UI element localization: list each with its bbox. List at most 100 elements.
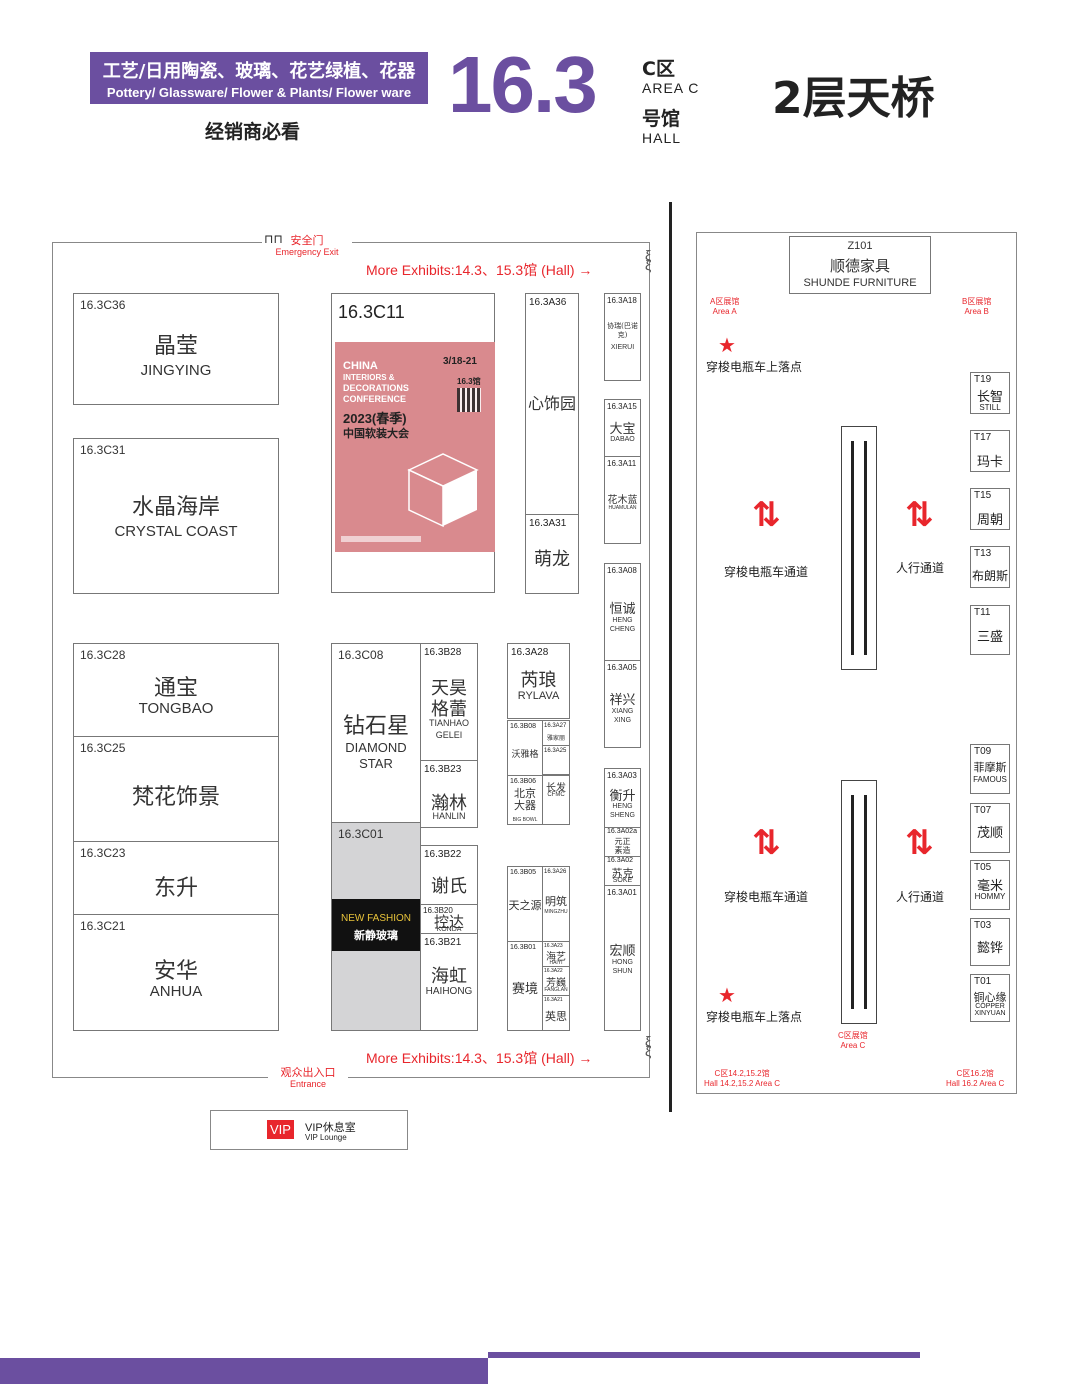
booth-name-cn: 水晶海岸 — [131, 495, 220, 520]
area-a-label[interactable]: A区展馆 Area A — [710, 296, 739, 316]
booth-name-en: XIANG XING — [611, 708, 634, 724]
bottom-left-link[interactable]: C区14.2,15.2馆 Hall 14.2,15.2 Area C — [704, 1068, 780, 1088]
booth-c21[interactable]: 16.3C21 安华 ANHUA — [73, 914, 279, 1031]
entrance-cn: 观众出入口 — [280, 1067, 336, 1079]
booth-a02a[interactable]: 16.3A02a 元正素造 — [604, 827, 641, 857]
booth-code: 16.3C08 — [338, 648, 384, 662]
booth-code: 16.3B08 — [510, 723, 537, 730]
booth-name-cn: 天之源 — [508, 899, 542, 912]
booth-name-cn: 梵花饰景 — [131, 785, 220, 810]
booth-code: 16.3C36 — [80, 298, 126, 312]
booth-cfmc[interactable]: 长发 CFMC — [542, 775, 570, 825]
entrance[interactable]: 观众出入口 Entrance — [268, 1064, 348, 1089]
booth-code: 16.3A11 — [607, 459, 637, 468]
booth-a02[interactable]: 16.3A02 苏克 SOKE — [604, 856, 641, 886]
booth-b28[interactable]: 16.3B28 天昊 格蕾 TIANHAO GELEI — [420, 643, 478, 761]
booth-name-cn: 北京大器 — [514, 787, 536, 812]
more-exhibits-bottom[interactable]: More Exhibits:14.3、15.3馆 (Hall) → — [366, 1050, 593, 1066]
booth-a11[interactable]: 16.3A11 花木蓝 HUAMULAN — [604, 456, 641, 544]
booth-a25[interactable]: 16.3A25 — [542, 745, 570, 775]
area-en: AREA C — [642, 80, 700, 96]
booth-name-en: HONG SHUN — [612, 959, 633, 975]
booth-t03[interactable]: T03 懿铧 — [970, 918, 1010, 966]
booth-c23[interactable]: 16.3C23 东升 — [73, 841, 279, 915]
booth-b21[interactable]: 16.3B21 海虹 HAIHONG — [420, 933, 478, 1031]
booth-a21[interactable]: 16.3A21 英思 — [542, 995, 570, 1031]
booth-code: 16.3A02a — [607, 828, 637, 835]
booth-t17[interactable]: T17 玛卡 — [970, 430, 1010, 472]
booth-a26[interactable]: 16.3A26 明筑 MINGZHU — [542, 866, 570, 942]
booth-code: T13 — [974, 548, 992, 559]
booth-t13[interactable]: T13 布朗斯 — [970, 546, 1010, 588]
escalator-bottom — [841, 780, 877, 1024]
booth-t07[interactable]: T07 茂顺 — [970, 803, 1010, 853]
booth-name-cn: 懿铧 — [976, 941, 1003, 956]
poster-line4: CONFERENCE — [343, 394, 407, 404]
booth-c11[interactable]: 16.3C11 CHINA INTERIORS & DECORATIONS CO… — [331, 293, 495, 593]
more-exhibits-top[interactable]: More Exhibits:14.3、15.3馆 (Hall) → — [366, 262, 593, 278]
booth-name-en: HOMMY — [974, 892, 1006, 901]
booth-name-cn: 元正素造 — [614, 837, 631, 855]
hall-cn: 号馆 — [642, 108, 681, 130]
area-c-en: Area C — [840, 1041, 866, 1050]
booth-b05[interactable]: 16.3B05 天之源 — [507, 866, 543, 942]
conference-poster[interactable]: CHINA INTERIORS & DECORATIONS CONFERENCE… — [335, 342, 495, 552]
booth-c28[interactable]: 16.3C28 通宝 TONGBAO — [73, 643, 279, 737]
bottom-right-link[interactable]: C区16.2馆 Hall 16.2 Area C — [946, 1068, 1004, 1088]
booth-name-cn: 衡升 — [609, 789, 636, 804]
booth-code: T03 — [974, 920, 992, 931]
booth-c25[interactable]: 16.3C25 梵花饰景 — [73, 736, 279, 842]
booth-c08[interactable]: 16.3C08 钻石星 DIAMOND STAR — [331, 643, 421, 823]
booth-name-cn: 安华 — [153, 959, 198, 984]
booth-b01[interactable]: 16.3B01 赛境 — [507, 941, 543, 1031]
booth-t01[interactable]: T01 铜心缘 COPPER XINYUAN — [970, 974, 1010, 1022]
booth-a18[interactable]: 16.3A18 协瑞(巴诺克) XIERUI — [604, 293, 641, 381]
booth-c31[interactable]: 16.3C31 水晶海岸 CRYSTAL COAST — [73, 438, 279, 594]
booth-a27[interactable]: 16.3A27 雅家丽 — [542, 720, 570, 746]
booth-b08[interactable]: 16.3B08 沃雅格 — [507, 720, 543, 776]
booth-name-en: HENG CHENG — [609, 617, 636, 633]
emergency-exit[interactable]: ⊓⊓ 安全门 Emergency Exit — [262, 232, 352, 257]
booth-z101[interactable]: Z101 顺德家具 SHUNDE FURNITURE — [789, 236, 931, 294]
booth-code: 16.3C01 — [338, 827, 384, 841]
booth-a01[interactable]: 16.3A01 宏顺 HONG SHUN — [604, 885, 641, 1031]
door-icon: ⊓⊓ — [264, 232, 283, 246]
booth-a31[interactable]: 16.3A31 萌龙 — [525, 514, 579, 594]
booth-b20[interactable]: 16.3B20 控达 KONDA — [420, 904, 478, 934]
booth-t09[interactable]: T09 菲摩斯 FAMOUS — [970, 744, 1010, 794]
poster-line3: DECORATIONS — [343, 383, 409, 393]
booth-name-en-2: GELEI — [435, 730, 463, 740]
booth-t05[interactable]: T05 毫米 HOMMY — [970, 860, 1010, 910]
new-fashion-logo: NEW FASHION 新静玻璃 — [332, 899, 420, 951]
bridge-outline — [696, 232, 1017, 1094]
booth-code: T17 — [974, 432, 992, 443]
booth-a15[interactable]: 16.3A15 大宝 DABAO — [604, 399, 641, 457]
area-c-label[interactable]: C区展馆 Area C — [838, 1030, 868, 1050]
vip-lounge[interactable]: VIP VIP休息室 VIP Lounge — [210, 1110, 408, 1150]
booth-a28[interactable]: 16.3A28 芮琅 RYLAVA — [507, 643, 570, 719]
booth-a05[interactable]: 16.3A05 祥兴 XIANG XING — [604, 660, 641, 748]
booth-name-cn: 玛卡 — [976, 455, 1003, 470]
booth-name-cn: 协瑞(巴诺克) — [607, 322, 638, 339]
booth-t15[interactable]: T15 周朝 — [970, 488, 1010, 530]
booth-name-en: ANHUA — [149, 983, 203, 1000]
booth-b06[interactable]: 16.3B06 北京大器 BIG BOWL — [507, 775, 543, 825]
area-b-label[interactable]: B区展馆 Area B — [962, 296, 991, 316]
booth-b22[interactable]: 16.3B22 谢氏 — [420, 845, 478, 905]
booth-a08[interactable]: 16.3A08 恒诚 HENG CHENG — [604, 563, 641, 661]
booth-a36[interactable]: 16.3A36 心饰园 — [525, 293, 579, 515]
booth-c01[interactable]: 16.3C01 NEW FASHION 新静玻璃 — [331, 822, 421, 1031]
poster-line1: CHINA — [343, 360, 378, 372]
booth-name-en: CRYSTAL COAST — [114, 523, 238, 540]
booth-name-cn-2: 格蕾 — [431, 699, 467, 720]
bidirectional-arrow-icon: ⇅ — [905, 824, 934, 862]
booth-t11[interactable]: T11 三盛 — [970, 605, 1010, 655]
booth-a23[interactable]: 16.3A23 海艺 HAIYI — [542, 941, 570, 967]
booth-a22[interactable]: 16.3A22 芳巍 FANGLAN — [542, 966, 570, 996]
booth-b23[interactable]: 16.3B23 瀚林 HANLIN — [420, 760, 478, 828]
booth-name-cn: 花木蓝 — [607, 495, 638, 506]
area-b-cn: B区展馆 — [962, 297, 992, 306]
booth-c36[interactable]: 16.3C36 晶莹 JINGYING — [73, 293, 279, 405]
booth-a03[interactable]: 16.3A03 衡升 HENG SHENG — [604, 768, 641, 828]
booth-t19[interactable]: T19 长智 STILL — [970, 372, 1010, 414]
